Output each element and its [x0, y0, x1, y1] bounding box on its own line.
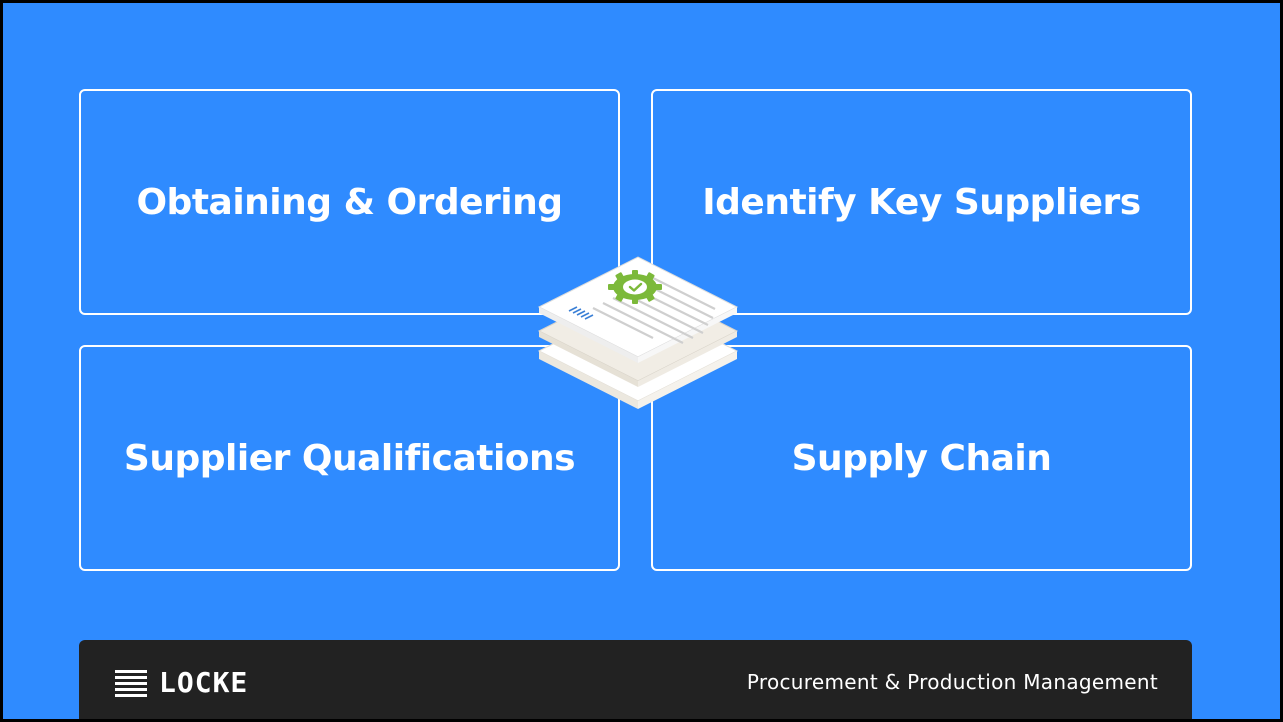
- card-label: Identify Key Suppliers: [702, 181, 1141, 223]
- document-signature-marks: [568, 306, 594, 320]
- brand-name: LOCKE: [159, 666, 249, 699]
- card-obtaining-ordering: Obtaining & Ordering: [79, 89, 620, 315]
- document-sheet-top: [537, 256, 739, 363]
- card-label: Supplier Qualifications: [123, 437, 576, 479]
- card-supply-chain: Supply Chain: [651, 345, 1192, 571]
- footer-bar: LOCKE Procurement & Production Managemen…: [79, 640, 1192, 719]
- card-label: Supply Chain: [791, 437, 1052, 479]
- document-stack-icon: [537, 256, 739, 409]
- card-label: Obtaining & Ordering: [136, 181, 563, 223]
- card-supplier-qualifications: Supplier Qualifications: [79, 345, 620, 571]
- footer-tagline: Procurement & Production Management: [746, 670, 1158, 694]
- card-identify-key-suppliers: Identify Key Suppliers: [651, 89, 1192, 315]
- stacked-lines-logo-icon: [115, 669, 147, 697]
- checkmark-gear-badge-icon: [608, 270, 662, 304]
- brand-logo: LOCKE: [115, 666, 248, 699]
